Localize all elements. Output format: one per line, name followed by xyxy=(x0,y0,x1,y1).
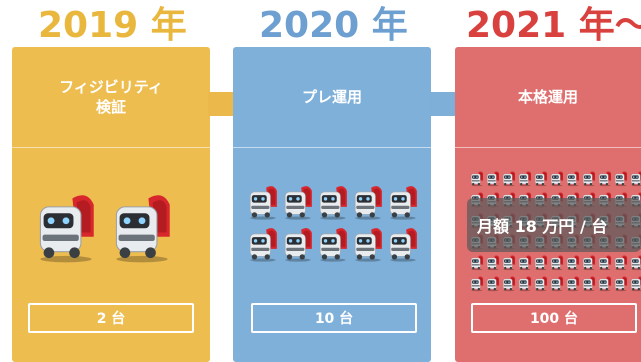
robot-icon xyxy=(631,276,641,292)
robot-icon xyxy=(631,171,641,187)
robot-icon xyxy=(319,186,347,220)
robot-icon xyxy=(249,186,277,220)
robot-icon xyxy=(354,186,382,220)
robot-group-2020 xyxy=(247,182,423,272)
robot-icon xyxy=(319,228,347,262)
robot-icon xyxy=(567,255,580,271)
robot-icon xyxy=(519,171,532,187)
robot-icon xyxy=(615,255,628,271)
robot-icon xyxy=(354,228,382,262)
robot-icon xyxy=(487,171,500,187)
robot-icon xyxy=(284,228,312,262)
robot-icon xyxy=(389,228,417,262)
robot-icon xyxy=(503,255,516,271)
robot-icon xyxy=(471,255,484,271)
robot-icon xyxy=(551,276,564,292)
robot-icon xyxy=(389,186,417,220)
robot-icon xyxy=(583,171,596,187)
robot-icon xyxy=(631,255,641,271)
robot-icon xyxy=(284,186,312,220)
robot-icon xyxy=(471,276,484,292)
robot-icon xyxy=(487,276,500,292)
robot-icon xyxy=(503,276,516,292)
robot-icon xyxy=(503,171,516,187)
year-heading-2021: 2021 年〜 xyxy=(466,5,641,46)
robot-icon xyxy=(535,255,548,271)
panel-divider xyxy=(455,147,641,148)
robot-group-2019 xyxy=(34,185,194,275)
panel-2019: フィジビリティ 検証 2 台 xyxy=(12,47,210,362)
count-box-2019: 2 台 xyxy=(28,303,194,333)
robot-icon xyxy=(249,228,277,262)
panel-divider xyxy=(233,147,431,148)
robot-icon xyxy=(487,255,500,271)
robot-icon xyxy=(535,276,548,292)
robot-icon xyxy=(583,255,596,271)
robot-icon xyxy=(471,171,484,187)
robot-icon xyxy=(551,171,564,187)
year-heading-2020: 2020 年 xyxy=(259,5,408,46)
panel-2020: プレ運用 xyxy=(233,47,431,362)
robot-icon xyxy=(599,171,612,187)
robot-icon xyxy=(615,171,628,187)
robot-icon xyxy=(115,195,170,263)
robot-icon xyxy=(599,276,612,292)
robot-icon xyxy=(567,171,580,187)
robot-icon xyxy=(39,195,94,263)
stage-label-2020: プレ運用 xyxy=(301,88,362,106)
robot-icon xyxy=(551,255,564,271)
robot-icon xyxy=(519,276,532,292)
year-heading-2019: 2019 年 xyxy=(38,5,187,46)
robot-icon xyxy=(599,255,612,271)
count-box-2021: 100 台 xyxy=(471,303,637,333)
count-box-2020: 10 台 xyxy=(251,303,417,333)
price-label: 月額 18 万円 / 台 xyxy=(467,198,641,252)
robot-icon xyxy=(535,171,548,187)
stage-label-2019: フィジビリティ 検証 xyxy=(59,78,163,116)
stage-label-2021: 本格運用 xyxy=(518,88,579,106)
robot-icon xyxy=(583,276,596,292)
robot-icon xyxy=(519,255,532,271)
panel-divider xyxy=(12,147,210,148)
robot-icon xyxy=(567,276,580,292)
robot-icon xyxy=(615,276,628,292)
